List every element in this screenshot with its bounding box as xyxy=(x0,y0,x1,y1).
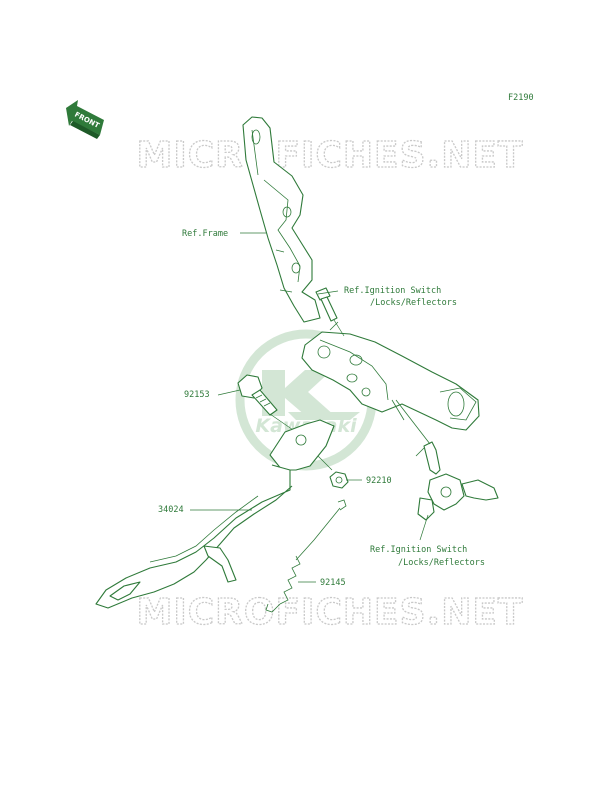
spring-92145-part xyxy=(265,499,347,613)
ref-frame-label: Ref.Frame xyxy=(182,229,228,239)
bolt-92153-part xyxy=(237,374,297,433)
front-arrow-icon: FRONT xyxy=(66,100,104,139)
diagram-code: F2190 xyxy=(508,93,534,103)
side-stand-34024-part xyxy=(95,464,293,609)
leader-lines xyxy=(190,232,429,583)
ref-ignition-top-line1: Ref.Ignition Switch xyxy=(344,286,441,296)
ref-ignition-top-line2: /Locks/Reflectors xyxy=(370,298,457,308)
spring-part-number: 92145 xyxy=(320,578,346,588)
nut-part-number: 92210 xyxy=(366,476,392,486)
site-watermark-top: MICROFICHES.NET xyxy=(137,135,524,176)
mounting-bolt-small xyxy=(315,287,345,337)
frame-part xyxy=(242,116,321,323)
side-stand-part-number: 34024 xyxy=(158,505,184,515)
lower-switch-part xyxy=(395,399,499,521)
site-watermark-bottom: MICROFICHES.NET xyxy=(137,592,524,633)
ref-ignition-bottom-line2: /Locks/Reflectors xyxy=(398,558,485,568)
ignition-bracket-part xyxy=(301,321,480,431)
nut-92210-part xyxy=(329,471,349,489)
bolt-part-number: 92153 xyxy=(184,390,210,400)
ref-ignition-bottom-line1: Ref.Ignition Switch xyxy=(370,545,467,555)
